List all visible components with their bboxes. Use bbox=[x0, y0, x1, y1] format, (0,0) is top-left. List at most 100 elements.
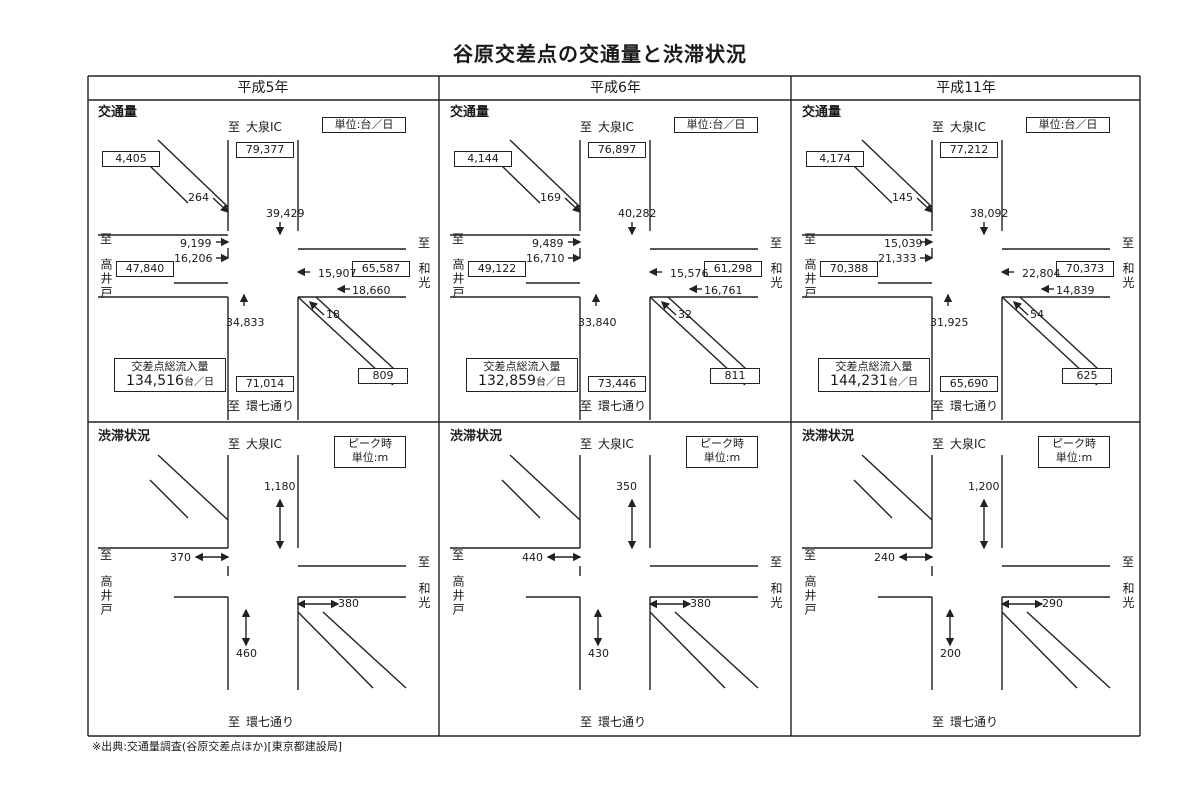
total-inflow-caption: 交差点総流入量 bbox=[131, 360, 209, 373]
west-total: 70,388 bbox=[820, 261, 878, 277]
west-total: 49,122 bbox=[468, 261, 526, 277]
north-to-label: 至 bbox=[228, 437, 241, 451]
south-to-label: 至 bbox=[580, 715, 593, 729]
west-inflow: 9,199 bbox=[180, 237, 212, 250]
east-inflow: 15,576 bbox=[670, 267, 709, 280]
nw-diagonal-total: 4,405 bbox=[102, 151, 160, 167]
total-inflow-value: 134,516 bbox=[126, 373, 184, 389]
north-inflow: 38,092 bbox=[970, 207, 1009, 220]
west-dest-label: 高井戸 bbox=[451, 575, 465, 617]
nw-diagonal-flow: 145 bbox=[892, 191, 913, 204]
west-inflow: 9,489 bbox=[532, 237, 564, 250]
year-header: 平成6年 bbox=[590, 80, 641, 96]
west-outflow: 21,333 bbox=[878, 252, 917, 265]
diagonal-se-2 bbox=[667, 296, 759, 381]
south-to-label: 至 bbox=[932, 399, 945, 413]
north-dest-label: 大泉IC bbox=[598, 437, 634, 451]
unit-box-traffic: 単位:台／日 bbox=[674, 117, 758, 133]
queue-south-value: 460 bbox=[236, 647, 257, 660]
diagonal-se-1 bbox=[297, 611, 374, 689]
diagonal-nw-2 bbox=[501, 165, 541, 204]
east-to-label: 至 bbox=[1122, 555, 1135, 569]
south-dest-label: 環七通り bbox=[950, 715, 999, 729]
west-to-label: 至 bbox=[100, 232, 113, 246]
total-inflow-row: 134,516台／日 bbox=[115, 373, 225, 391]
north-total: 76,897 bbox=[588, 142, 646, 158]
east-total: 70,373 bbox=[1056, 261, 1114, 277]
west-to-label: 至 bbox=[804, 548, 817, 562]
queue-north-value: 1,180 bbox=[264, 480, 296, 493]
diagonal-se-2 bbox=[674, 611, 759, 689]
north-to-label: 至 bbox=[580, 120, 593, 134]
east-dest-label: 和光 bbox=[1121, 262, 1135, 290]
north-total: 77,212 bbox=[940, 142, 998, 158]
north-dest-label: 大泉IC bbox=[246, 437, 282, 451]
east-to-label: 至 bbox=[770, 236, 783, 250]
north-to-label: 至 bbox=[932, 437, 945, 451]
total-inflow-unit: 台／日 bbox=[887, 377, 918, 388]
south-to-label: 至 bbox=[228, 399, 241, 413]
arrow-nw-flow bbox=[564, 197, 582, 213]
south-inflow: 31,925 bbox=[930, 316, 969, 329]
year-header: 平成11年 bbox=[936, 80, 996, 96]
north-dest-label: 大泉IC bbox=[950, 437, 986, 451]
south-dest-label: 環七通り bbox=[950, 399, 999, 413]
total-inflow-unit: 台／日 bbox=[535, 377, 566, 388]
queue-north-value: 1,200 bbox=[968, 480, 1000, 493]
se-diagonal-total: 811 bbox=[710, 368, 760, 384]
year-header: 平成5年 bbox=[237, 80, 289, 96]
page-title: 谷原交差点の交通量と渋滞状況 bbox=[453, 42, 747, 66]
north-inflow: 39,429 bbox=[266, 207, 305, 220]
section-label-traffic: 交通量 bbox=[802, 105, 842, 120]
west-to-label: 至 bbox=[452, 548, 465, 562]
diagonal-nw-2 bbox=[149, 165, 189, 204]
west-dest-label: 高井戸 bbox=[99, 258, 113, 300]
east-inflow: 15,907 bbox=[318, 267, 357, 280]
west-to-label: 至 bbox=[452, 232, 465, 246]
east-total: 61,298 bbox=[704, 261, 762, 277]
queue-west-value: 440 bbox=[522, 551, 543, 564]
section-label-traffic: 交通量 bbox=[98, 105, 138, 120]
south-total: 65,690 bbox=[940, 376, 998, 392]
west-dest-label: 高井戸 bbox=[803, 575, 817, 617]
north-total: 79,377 bbox=[236, 142, 294, 158]
south-to-label: 至 bbox=[580, 399, 593, 413]
west-outflow: 16,206 bbox=[174, 252, 213, 265]
south-inflow: 34,833 bbox=[226, 316, 265, 329]
total-inflow-row: 132,859台／日 bbox=[467, 373, 577, 391]
unit-peak-line1: ピーク時 bbox=[700, 437, 744, 450]
east-outflow: 16,761 bbox=[704, 284, 743, 297]
queue-west-value: 240 bbox=[874, 551, 895, 564]
diagonal-nw-1 bbox=[157, 139, 229, 208]
unit-box-peak: ピーク時単位:m bbox=[334, 436, 406, 468]
diagonal-nw-2 bbox=[853, 165, 893, 204]
unit-peak-line2: 単位:m bbox=[703, 451, 741, 464]
east-total: 65,587 bbox=[352, 261, 410, 277]
south-dest-label: 環七通り bbox=[598, 715, 647, 729]
diagonal-se-1 bbox=[1001, 611, 1078, 689]
diagonal-nw-2 bbox=[853, 479, 893, 519]
diagonal-se-1 bbox=[649, 611, 726, 689]
nw-diagonal-flow: 169 bbox=[540, 191, 561, 204]
total-inflow-row: 144,231台／日 bbox=[819, 373, 929, 391]
west-to-label: 至 bbox=[100, 548, 113, 562]
arrow-nw-flow bbox=[212, 197, 230, 213]
west-to-label: 至 bbox=[804, 232, 817, 246]
se-diagonal-total: 625 bbox=[1062, 368, 1112, 384]
diagonal-nw-2 bbox=[501, 479, 541, 519]
nw-diagonal-total: 4,174 bbox=[806, 151, 864, 167]
south-total: 73,446 bbox=[588, 376, 646, 392]
section-label-congestion: 渋滞状況 bbox=[450, 429, 503, 444]
diagonal-nw-1 bbox=[509, 139, 581, 208]
unit-box-peak: ピーク時単位:m bbox=[1038, 436, 1110, 468]
total-inflow-caption: 交差点総流入量 bbox=[835, 360, 913, 373]
total-inflow-unit: 台／日 bbox=[183, 377, 214, 388]
south-total: 71,014 bbox=[236, 376, 294, 392]
diagonal-nw-2 bbox=[149, 479, 189, 519]
south-dest-label: 環七通り bbox=[598, 399, 647, 413]
diagonal-nw-1 bbox=[861, 139, 933, 208]
